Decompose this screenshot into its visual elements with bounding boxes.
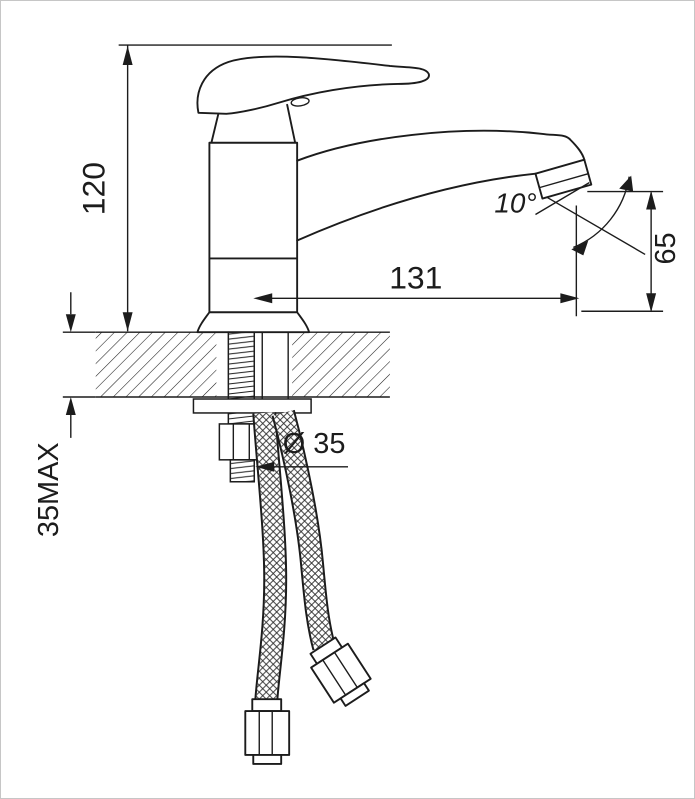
dimension-overall-height: 120 bbox=[76, 44, 392, 332]
fixing-nut-facets bbox=[232, 423, 250, 460]
dimension-deck-thickness: 35MAX bbox=[33, 292, 96, 537]
hose-left-nut-facets bbox=[258, 711, 273, 755]
label-hole-diameter: Ø 35 bbox=[283, 428, 346, 460]
dim-35max-lines bbox=[62, 292, 96, 438]
hose-left-braid bbox=[254, 412, 286, 702]
aerator bbox=[534, 158, 593, 200]
dim-120-arrow-top bbox=[122, 46, 133, 65]
mounting-washer bbox=[192, 398, 312, 414]
hose-right-fitting bbox=[309, 636, 372, 707]
hose-left-end bbox=[252, 754, 283, 765]
dimension-outlet-height: 65 bbox=[581, 190, 682, 313]
angle-arrow-upper bbox=[619, 175, 634, 192]
mounting-deck bbox=[95, 331, 390, 398]
label-reach: 131 bbox=[389, 259, 442, 295]
hose-left-nut bbox=[244, 710, 291, 756]
hose-right-braid bbox=[273, 410, 334, 650]
dimension-angle: 10° bbox=[494, 175, 646, 256]
aerator-detail-line bbox=[539, 172, 589, 189]
hose-left-fitting bbox=[244, 698, 291, 765]
dimension-spout-reach: 131 bbox=[253, 205, 580, 317]
dim-35max-arrow-bottom bbox=[65, 397, 76, 415]
angle-arrow-lower bbox=[571, 240, 589, 256]
hose-right-end bbox=[339, 682, 370, 707]
dim-131-arrow-left bbox=[253, 293, 273, 304]
hose-passage-lines bbox=[261, 332, 289, 400]
dim-d35-arrow bbox=[255, 461, 275, 472]
deck-hatch-left bbox=[95, 332, 217, 398]
spout bbox=[296, 129, 586, 242]
lever-handle bbox=[196, 55, 430, 115]
deck-hatch-right bbox=[292, 332, 390, 398]
label-outlet-height: 65 bbox=[650, 232, 682, 264]
dim-120-arrow-bottom bbox=[122, 312, 133, 332]
temperature-indicator bbox=[290, 97, 310, 107]
dim-120-lines bbox=[118, 44, 392, 332]
faucet-body bbox=[196, 103, 311, 334]
label-deck-thickness: 35MAX bbox=[33, 442, 65, 537]
dim-65-lines bbox=[581, 190, 664, 312]
label-height: 120 bbox=[76, 162, 112, 215]
hose-right-nut-facets bbox=[322, 652, 358, 696]
dim-65-arrow-bottom bbox=[646, 293, 657, 313]
dim-65-arrow-top bbox=[646, 190, 657, 210]
dimension-hole-diameter: Ø 35 bbox=[255, 428, 348, 472]
faucet-outline bbox=[196, 55, 593, 334]
hose-left-collar bbox=[251, 698, 283, 713]
dim-35max-arrow-top bbox=[65, 314, 76, 333]
shank-end bbox=[229, 459, 256, 483]
label-angle: 10° bbox=[494, 188, 536, 219]
dim-131-arrow-right bbox=[560, 293, 580, 304]
